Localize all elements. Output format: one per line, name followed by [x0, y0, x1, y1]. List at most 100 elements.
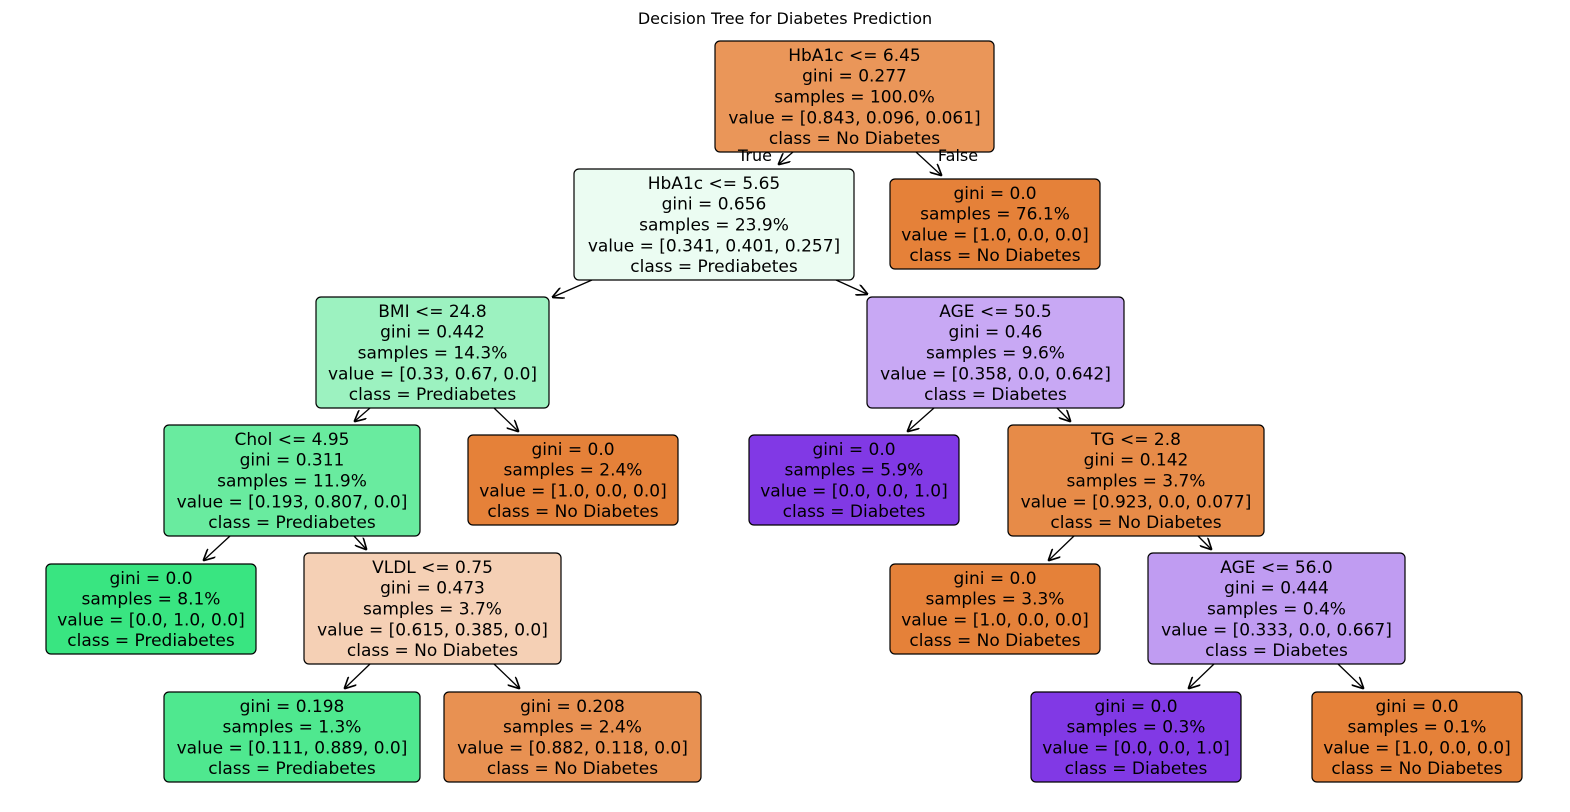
- node-box: [1030, 691, 1242, 783]
- node-line: value = [0.923, 0.0, 0.077]: [1021, 492, 1252, 512]
- node-line: samples = 9.6%: [926, 344, 1065, 364]
- node-line: gini = 0.0: [109, 569, 192, 589]
- node-line: samples = 23.9%: [639, 216, 789, 236]
- edge-n5-to-n10: [353, 535, 366, 549]
- edge-label-false: False: [938, 146, 978, 165]
- node-line: samples = 76.1%: [920, 205, 1070, 225]
- node-line: gini = 0.142: [1084, 451, 1189, 471]
- node-line: gini = 0.444: [1224, 579, 1329, 599]
- node-line: value = [0.843, 0.096, 0.061]: [728, 108, 980, 128]
- node-box: [163, 424, 421, 537]
- edge-root-to-n1: [779, 151, 794, 164]
- node-line: samples = 8.1%: [82, 590, 221, 610]
- node-line: AGE <= 56.0: [1220, 558, 1332, 578]
- node-line: VLDL <= 0.75: [372, 558, 493, 578]
- edge-n1-to-n3: [553, 279, 593, 297]
- node-line: class = Prediabetes: [349, 385, 517, 405]
- node-line: samples = 11.9%: [217, 472, 367, 492]
- chart-title: Decision Tree for Diabetes Prediction: [638, 9, 932, 28]
- node-box: [467, 434, 679, 526]
- node-line: samples = 0.1%: [1348, 718, 1487, 738]
- node-line: value = [0.882, 0.118, 0.0]: [457, 738, 688, 758]
- node-line: gini = 0.0: [953, 184, 1036, 204]
- edge-n4-to-n7: [908, 407, 935, 431]
- node-line: value = [0.33, 0.67, 0.0]: [328, 364, 537, 384]
- node-line: value = [1.0, 0.0, 0.0]: [1323, 738, 1510, 758]
- edge-label-true: True: [737, 146, 772, 165]
- node-line: samples = 3.7%: [363, 600, 502, 620]
- node-box: [1147, 552, 1406, 665]
- edges-layer: [204, 151, 1363, 688]
- node-box: [443, 691, 702, 783]
- node-line: HbA1c <= 6.45: [788, 46, 921, 66]
- node-line: samples = 0.3%: [1067, 718, 1206, 738]
- node-box: [866, 296, 1125, 409]
- node-line: class = No Diabetes: [347, 641, 518, 661]
- node-box: [889, 563, 1101, 655]
- node-line: class = No Diabetes: [909, 631, 1080, 651]
- node-line: value = [0.0, 0.0, 1.0]: [1042, 738, 1229, 758]
- edge-n4-to-n8: [1056, 407, 1070, 421]
- node-box: [748, 434, 960, 526]
- edge-n10-to-n13: [345, 663, 371, 688]
- node-box: [1007, 424, 1265, 537]
- node-line: gini = 0.0: [1094, 697, 1177, 717]
- node-line: gini = 0.277: [802, 67, 907, 87]
- node-box: [315, 296, 550, 409]
- node-line: samples = 0.4%: [1207, 600, 1346, 620]
- node-line: class = No Diabetes: [1050, 513, 1221, 533]
- node-line: gini = 0.656: [662, 195, 767, 215]
- node-line: samples = 2.4%: [504, 461, 643, 481]
- edge-n8-to-n12: [1197, 535, 1211, 549]
- node-line: value = [1.0, 0.0, 0.0]: [901, 610, 1088, 630]
- node-line: class = No Diabetes: [769, 129, 940, 149]
- node-line: BMI <= 24.8: [378, 302, 487, 322]
- node-line: class = Prediabetes: [67, 631, 235, 651]
- node-line: samples = 5.9%: [785, 461, 924, 481]
- node-line: gini = 0.0: [812, 440, 895, 460]
- node-line: value = [0.0, 1.0, 0.0]: [57, 610, 244, 630]
- edge-n8-to-n11: [1049, 535, 1075, 560]
- node-line: gini = 0.0: [531, 440, 614, 460]
- node-line: gini = 0.198: [240, 697, 345, 717]
- node-line: gini = 0.473: [380, 579, 485, 599]
- node-line: class = Diabetes: [783, 502, 926, 522]
- node-line: samples = 1.3%: [223, 718, 362, 738]
- node-line: class = No Diabetes: [1331, 759, 1502, 779]
- node-line: TG <= 2.8: [1090, 430, 1181, 450]
- node-line: value = [0.193, 0.807, 0.0]: [177, 492, 408, 512]
- node-box: [889, 178, 1101, 270]
- node-line: samples = 2.4%: [503, 718, 642, 738]
- node-line: samples = 14.3%: [358, 344, 508, 364]
- node-line: value = [1.0, 0.0, 0.0]: [901, 225, 1088, 245]
- node-box: [714, 40, 995, 153]
- node-line: class = Prediabetes: [208, 759, 376, 779]
- node-box: [573, 168, 855, 281]
- node-line: gini = 0.0: [1375, 697, 1458, 717]
- node-box: [1311, 691, 1523, 783]
- node-line: gini = 0.208: [520, 697, 625, 717]
- node-line: value = [0.0, 0.0, 1.0]: [760, 481, 947, 501]
- node-line: class = Diabetes: [1205, 641, 1348, 661]
- node-line: value = [0.333, 0.0, 0.667]: [1161, 620, 1392, 640]
- edge-root-to-n2: [915, 151, 941, 175]
- node-line: samples = 100.0%: [774, 88, 935, 108]
- node-box: [45, 563, 257, 655]
- node-line: value = [0.358, 0.0, 0.642]: [880, 364, 1111, 384]
